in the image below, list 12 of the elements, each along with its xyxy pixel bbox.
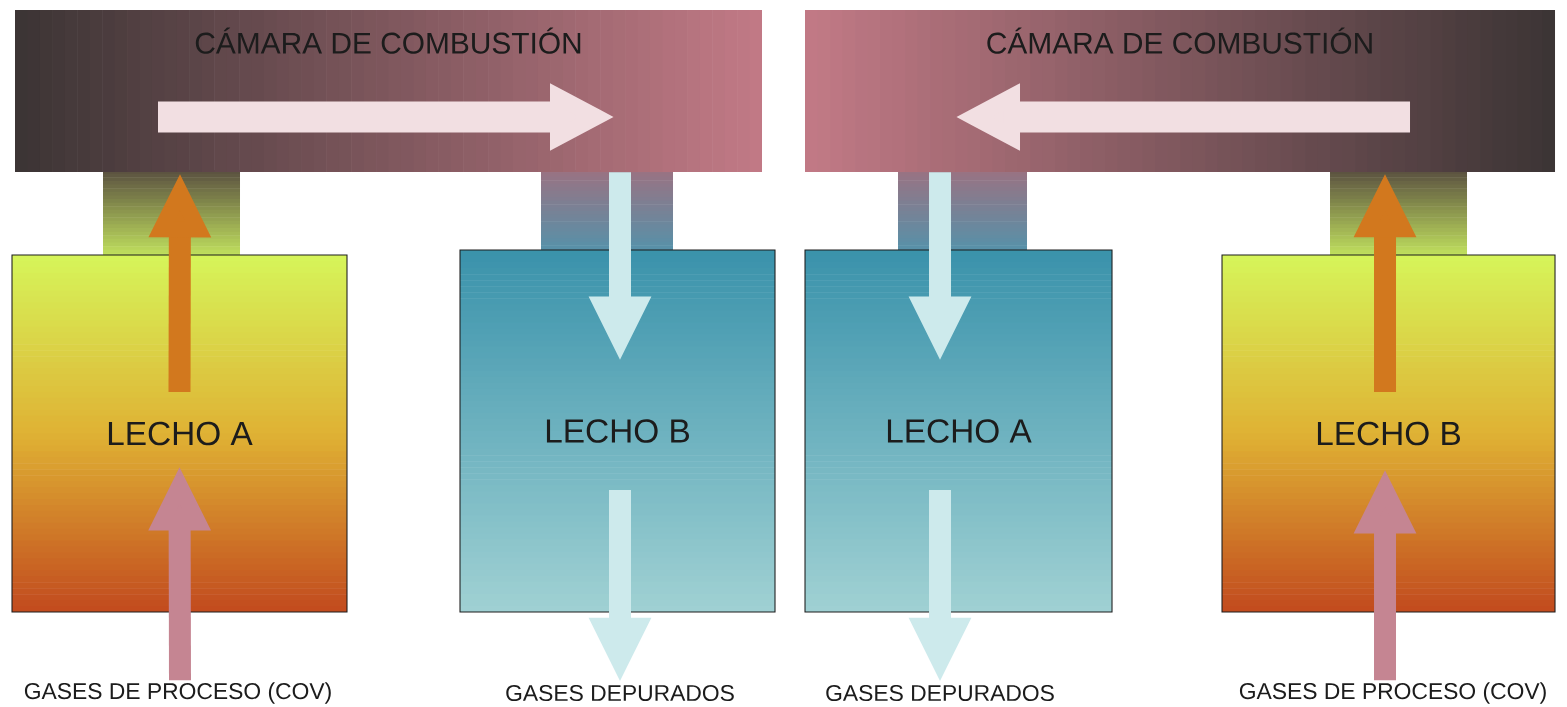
node-label: CÁMARA DE COMBUSTIÓN: [195, 27, 581, 54]
combustion-chamber: CÁMARA DE COMBUSTIÓN: [15, 10, 762, 172]
bed-box: LECHO A: [804, 249, 1113, 613]
flow-label: GASES DE PROCESO (COV): [24, 682, 331, 704]
node-label: CÁMARA DE COMBUSTIÓN: [987, 27, 1372, 54]
flow-label: GASES DE PROCESO (COV): [1239, 682, 1546, 704]
combustion-chamber: CÁMARA DE COMBUSTIÓN: [805, 10, 1555, 172]
bed-box: LECHO B: [1221, 254, 1556, 613]
bed-box: LECHO A: [11, 254, 348, 613]
flow-label: GASES DEPURADOS: [826, 684, 1054, 702]
bed-box: LECHO B: [459, 249, 776, 613]
flow-label: GASES DEPURADOS: [506, 684, 734, 702]
